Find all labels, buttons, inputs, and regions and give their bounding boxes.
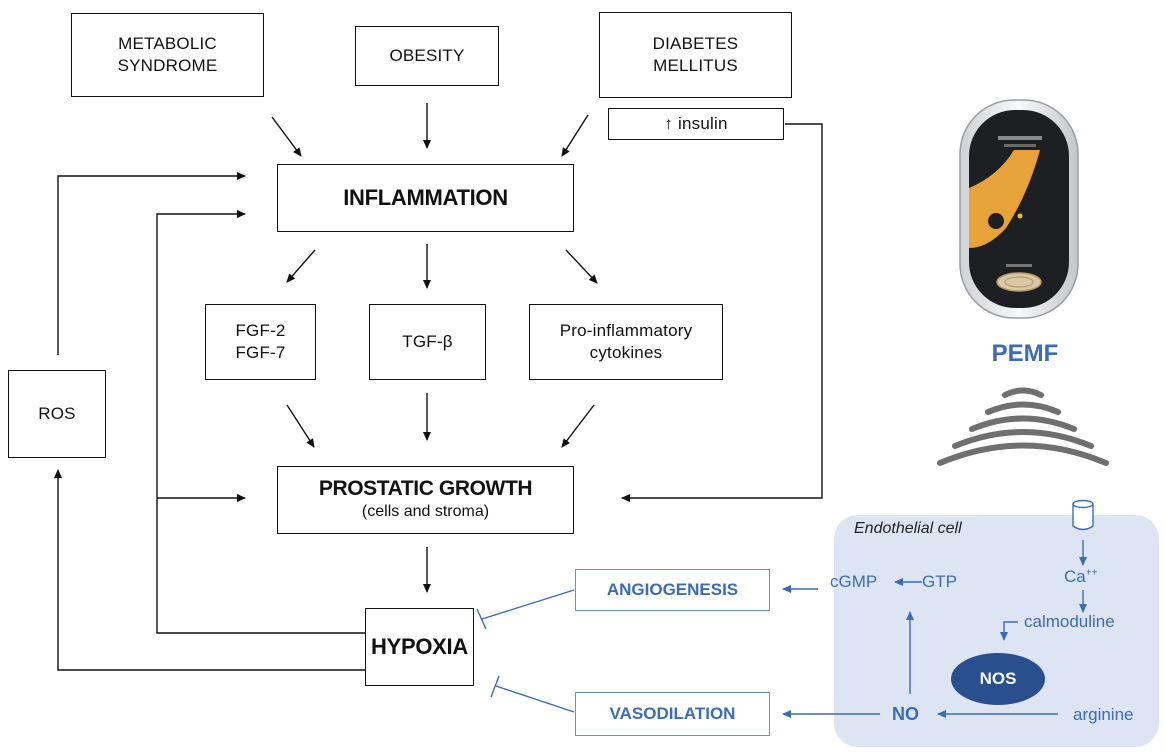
hypoxia-label: HYPOXIA [371, 634, 468, 659]
cytokines-box: Pro-inflammatory cytokines [529, 304, 723, 380]
ion-channel-top [1072, 499, 1094, 509]
pemf-waves [937, 387, 1109, 466]
nos-enzyme: NOS [951, 653, 1045, 705]
ion-channel [1072, 504, 1094, 531]
pemf-wave-1 [1002, 387, 1044, 398]
inflammation-box: INFLAMMATION [277, 164, 574, 232]
nos-label: NOS [979, 669, 1017, 688]
pemf-device-image [959, 99, 1079, 319]
metabolic-line-2: SYNDROME [117, 56, 218, 75]
vasodilation-box: VASODILATION [575, 692, 770, 736]
calmoduline-label: calmoduline [1024, 612, 1115, 631]
prostatic-growth-title: PROSTATIC GROWTH [318, 477, 533, 500]
arrow-hypoxia-to-inflammation [156, 210, 365, 634]
insulin-box: ↑ insulin [608, 108, 784, 140]
angiogenesis-label: ANGIOGENESIS [606, 580, 739, 599]
device-label-mark [1006, 264, 1032, 267]
arginine-label: arginine [1073, 705, 1134, 724]
tgf-box: TGF-β [369, 304, 486, 380]
ca-text: Ca [1064, 567, 1086, 586]
angiogenesis-box: ANGIOGENESIS [575, 569, 770, 611]
arrow-hypoxia-to-ros [54, 469, 365, 671]
arrow-metabolic-to-inflammation [271, 116, 302, 157]
metabolic-syndrome-box: METABOLIC SYNDROME [71, 13, 264, 97]
inhibit-angiogenesis-line [481, 589, 575, 620]
hypoxia-box: HYPOXIA [365, 608, 474, 686]
arrow-ros-to-inflammation [57, 172, 246, 355]
fgf-line-2: FGF-7 [235, 343, 286, 362]
prostatic-growth-box: PROSTATIC GROWTH (cells and stroma) [277, 466, 574, 534]
status-led-icon [1017, 213, 1023, 219]
device-brand-mark-2 [1004, 144, 1036, 147]
cgmp-label: cGMP [830, 572, 878, 591]
pemf-wave-4 [952, 429, 1094, 449]
device-face [969, 110, 1069, 308]
inhibit-vasodilation-line [495, 685, 575, 713]
arrow-inflammation-to-fgf [286, 249, 316, 283]
pemf-wave-3 [969, 415, 1077, 432]
pemf-label: PEMF [991, 340, 1059, 367]
endothelial-cell-title: Endothelial cell [854, 520, 962, 537]
gtp-label: GTP [922, 572, 957, 591]
fgf-line-1: FGF-2 [235, 321, 286, 340]
tgf-label: TGF-β [402, 332, 453, 351]
prostatic-growth-subtitle: (cells and stroma) [361, 503, 490, 520]
arrow-cytokines-to-growth [561, 404, 595, 448]
obesity-label: OBESITY [389, 46, 465, 65]
diabetes-line-2: MELLITUS [653, 56, 738, 75]
ca-ion-label: Ca++ [1064, 567, 1097, 587]
obesity-box: OBESITY [355, 26, 499, 86]
inflammation-label: INFLAMMATION [343, 185, 508, 210]
metabolic-line-1: METABOLIC [118, 34, 217, 53]
arrow-inflammation-to-cytokines [565, 249, 598, 284]
inhibit-angiogenesis-bar [476, 608, 487, 630]
diabetes-line-1: DIABETES [652, 34, 739, 53]
endothelial-cell-region [834, 515, 1159, 747]
device-brand-mark [998, 136, 1042, 140]
insulin-label: ↑ insulin [664, 114, 728, 133]
vasodilation-label: VASODILATION [609, 704, 736, 723]
ros-label: ROS [38, 404, 76, 423]
arrow-fgf-to-growth [286, 404, 315, 448]
power-button-icon [986, 211, 1006, 231]
coil-emitter-icon [996, 272, 1042, 292]
fgf-box: FGF-2 FGF-7 [205, 304, 316, 380]
inhibit-vasodilation-bar [490, 675, 500, 698]
cytokines-line-1: Pro-inflammatory [559, 321, 693, 340]
ca-superscript: ++ [1085, 567, 1098, 579]
arrow-insulin-to-growth [621, 123, 823, 502]
no-label: NO [892, 704, 919, 724]
ros-box: ROS [8, 370, 106, 458]
arrow-calmoduline-to-nos [1000, 621, 1018, 641]
arrow-diabetes-to-inflammation [561, 114, 589, 157]
cytokines-line-2: cytokines [589, 343, 663, 362]
diabetes-box: DIABETES MELLITUS [599, 12, 792, 98]
pemf-wave-5 [937, 442, 1109, 466]
pemf-wave-2 [985, 401, 1061, 415]
